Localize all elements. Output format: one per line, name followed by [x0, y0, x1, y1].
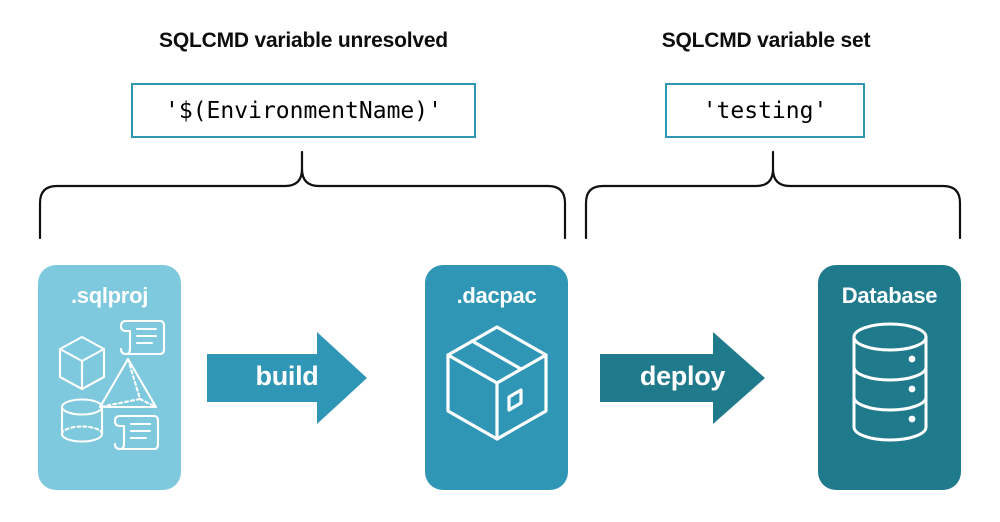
- stage-card-sqlproj: .sqlproj: [38, 265, 181, 490]
- code-value-box-right: 'testing': [665, 83, 865, 138]
- build-arrow: [207, 332, 367, 424]
- code-value-box-left: '$(EnvironmentName)': [131, 83, 476, 138]
- curly-brace-icon-left: [38, 150, 567, 240]
- wireframe-cube-icon: [58, 335, 105, 391]
- stage-card-database: Database: [818, 265, 961, 490]
- stage-card-dacpac: .dacpac: [425, 265, 568, 490]
- section-title-right: SQLCMD variable set: [661, 29, 871, 52]
- stage-card-label-dacpac: .dacpac: [456, 283, 537, 308]
- script-scroll-icon-top: [119, 319, 165, 356]
- wireframe-pyramid-icon: [98, 357, 157, 409]
- script-scroll-icon-bottom: [113, 414, 159, 451]
- deploy-arrow: [600, 332, 765, 424]
- code-value-right: 'testing': [702, 97, 828, 124]
- code-value-left: '$(EnvironmentName)': [165, 97, 442, 124]
- section-title-left: SQLCMD variable unresolved: [159, 29, 448, 52]
- database-cylinder-icon: [852, 322, 927, 442]
- shapes-and-scripts-icon: [58, 319, 165, 451]
- stage-card-label-database: Database: [841, 283, 938, 308]
- curly-brace-icon-right: [584, 150, 962, 240]
- deploy-arrow-label: deploy: [639, 361, 726, 391]
- build-arrow-label: build: [255, 361, 319, 391]
- package-box-icon: [445, 325, 548, 441]
- wireframe-cylinder-icon: [60, 398, 103, 443]
- stage-card-label-sqlproj: .sqlproj: [70, 283, 149, 308]
